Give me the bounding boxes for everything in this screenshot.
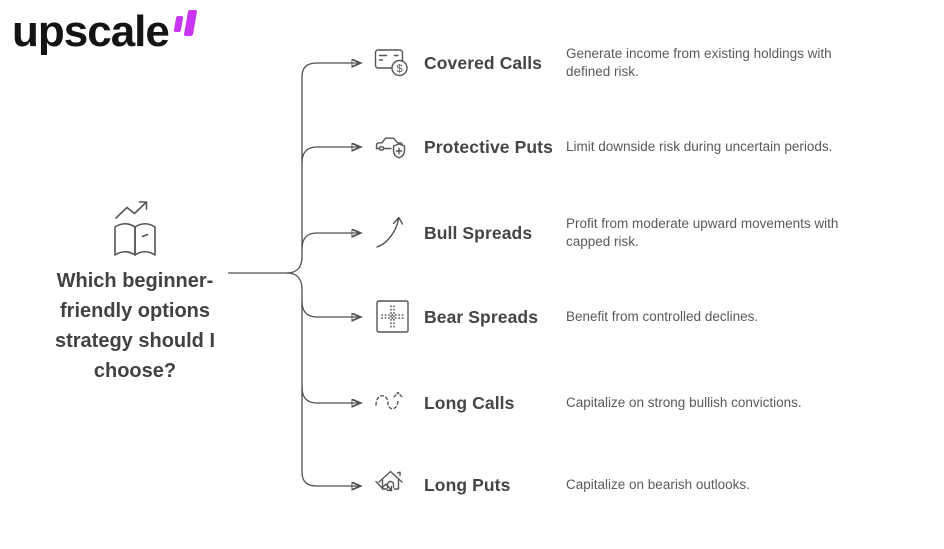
branch-description: Benefit from controlled declines. xyxy=(566,309,759,324)
branch-title: Bull Spreads xyxy=(424,222,533,243)
svg-text:$: $ xyxy=(396,63,402,75)
dotted-cross-square-icon xyxy=(370,294,416,340)
branch-title: Covered Calls xyxy=(424,52,543,73)
branch-title: Protective Puts xyxy=(424,136,553,157)
branch-connector-lines xyxy=(228,40,380,510)
car-shield-plus-icon xyxy=(370,124,416,170)
branch-description: Capitalize on strong bullish convictions… xyxy=(566,395,802,410)
branch-description: Profit from moderate upward movements wi… xyxy=(566,216,839,249)
dashed-wave-up-arrow-icon xyxy=(370,380,416,426)
credit-card-dollar-icon: $ xyxy=(370,40,416,86)
curve-up-arrow-icon xyxy=(370,210,416,256)
house-down-arrow-icon xyxy=(370,462,416,508)
logo-quote-mark-icon xyxy=(173,8,205,48)
branch-description: Limit downside risk during uncertain per… xyxy=(566,139,833,154)
branch-row-bear-spreads: Bear Spreads Benefit from controlled dec… xyxy=(370,282,930,352)
branch-row-long-puts: Long Puts Capitalize on bearish outlooks… xyxy=(370,450,930,520)
upscale-logo: upscale xyxy=(12,6,205,58)
branch-title: Long Calls xyxy=(424,392,515,413)
branch-row-bull-spreads: Bull Spreads Profit from moderate upward… xyxy=(370,198,930,268)
central-question: Which beginner-friendly options strategy… xyxy=(54,270,216,382)
branch-row-covered-calls: $ Covered Calls Generate income from exi… xyxy=(370,28,930,98)
branch-row-protective-puts: Protective Puts Limit downside risk duri… xyxy=(370,112,930,182)
logo-wordmark: upscale xyxy=(12,7,170,56)
branch-title: Long Puts xyxy=(424,474,511,495)
branch-description: Generate income from existing holdings w… xyxy=(566,46,832,79)
branch-row-long-calls: Long Calls Capitalize on strong bullish … xyxy=(370,368,930,438)
branch-description: Capitalize on bearish outlooks. xyxy=(566,477,750,492)
open-book-trend-up-icon xyxy=(114,201,156,256)
branch-title: Bear Spreads xyxy=(424,306,539,327)
